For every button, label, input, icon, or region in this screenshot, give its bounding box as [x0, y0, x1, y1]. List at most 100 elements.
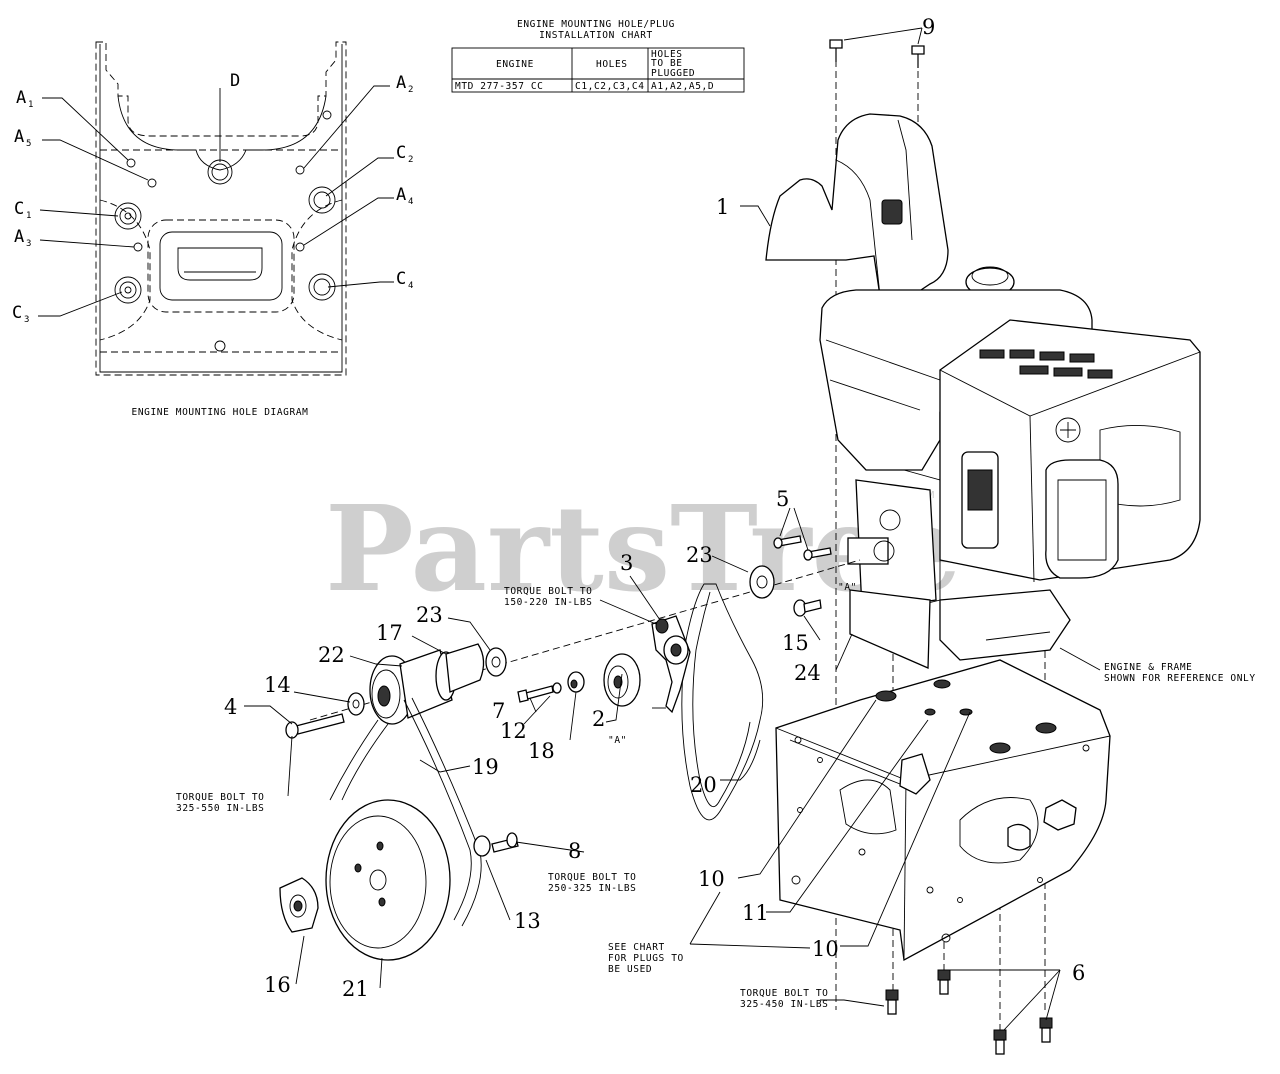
- callout-10b: 10: [812, 937, 839, 961]
- frame-assembly: [775, 659, 1111, 962]
- engine-assembly: [765, 60, 1201, 1040]
- callout-9: 9: [922, 15, 935, 39]
- note-torque-6-line2: 325-450 IN-LBS: [740, 999, 828, 1010]
- label-c4-sub: 4: [408, 281, 413, 291]
- label-a4: A: [396, 185, 406, 205]
- flat-washer-engine: [749, 565, 775, 599]
- callout-5: 5: [776, 487, 789, 511]
- chart-header-plugged-3: PLUGGED: [651, 68, 695, 79]
- label-c3-sub: 3: [24, 315, 29, 325]
- hole-a2: [295, 165, 305, 175]
- note-torque-8-line2: 250-325 IN-LBS: [548, 883, 636, 894]
- callout-23b: 23: [686, 543, 713, 567]
- diagram-caption: ENGINE MOUNTING HOLE DIAGRAM: [132, 407, 309, 418]
- callout-3: 3: [620, 551, 633, 575]
- pto-plate: [855, 479, 937, 611]
- label-a3: A: [14, 227, 24, 247]
- label-c2: C: [396, 143, 406, 163]
- belt-drive: [279, 39, 1053, 1055]
- chart-header-engine: ENGINE: [496, 59, 534, 70]
- mounting-hole-diagram: A 1 A 5 C 1 A 3 C 3 D A 2 C 2 A 4 C 4 EN…: [12, 41, 413, 418]
- note-see-chart-line2: FOR PLUGS TO: [608, 953, 684, 964]
- frame-housing: [775, 659, 1111, 962]
- label-d: D: [230, 71, 240, 91]
- belt-guard-bracket: [849, 589, 931, 669]
- note-reference-line2: SHOWN FOR REFERENCE ONLY: [1104, 673, 1256, 684]
- vent-grille: [979, 349, 1113, 379]
- callout-15: 15: [782, 631, 809, 655]
- callout-4: 4: [224, 695, 237, 719]
- callout-10a: 10: [698, 867, 725, 891]
- callout-16: 16: [264, 973, 291, 997]
- note-torque-4-line2: 325-550 IN-LBS: [176, 803, 264, 814]
- shroud-bolt-left: [829, 39, 843, 49]
- callout-11: 11: [742, 901, 769, 925]
- note-torque-8-line1: TORQUE BOLT TO: [548, 872, 636, 883]
- callout-20: 20: [690, 773, 717, 797]
- callout-19: 19: [472, 755, 499, 779]
- note-torque-3-line2: 150-220 IN-LBS: [504, 597, 592, 608]
- hole-a4: [295, 242, 305, 252]
- callout-21: 21: [342, 977, 369, 1001]
- mark-a-engine: "A": [838, 582, 857, 593]
- label-a4-sub: 4: [408, 197, 413, 207]
- chart-frame: [451, 47, 745, 93]
- blower-housing: [939, 319, 1201, 581]
- hole-c2: [308, 186, 336, 214]
- note-see-chart-line1: SEE CHART: [608, 942, 665, 953]
- callout-8: 8: [568, 839, 581, 863]
- shroud-bolt-right: [911, 45, 925, 55]
- callout-17: 17: [376, 621, 403, 645]
- label-a3-sub: 3: [26, 239, 31, 249]
- hole-c4: [308, 273, 336, 301]
- hole-c1: [114, 202, 142, 230]
- chart-cell-plugged: A1,A2,A5,D: [651, 81, 714, 92]
- hole-a5: [147, 178, 157, 188]
- label-a2: A: [396, 73, 406, 93]
- frame-bolts: [885, 969, 1053, 1055]
- installation-chart: ENGINE MOUNTING HOLE/PLUG INSTALLATION C…: [451, 19, 745, 93]
- label-a1: A: [16, 88, 26, 108]
- crankshaft: [847, 537, 889, 565]
- callout-7: 7: [492, 699, 505, 723]
- pulley-bolt: [295, 713, 345, 735]
- plate-outline: [95, 41, 347, 376]
- callout-12: 12: [500, 719, 527, 743]
- callout-6: 6: [1072, 961, 1085, 985]
- label-a5-sub: 5: [26, 139, 31, 149]
- label-c3: C: [12, 303, 22, 323]
- callout-1: 1: [716, 195, 729, 219]
- leader-lines: [244, 27, 1101, 1031]
- hole-a3: [133, 242, 143, 252]
- callout-24: 24: [794, 661, 821, 685]
- mark-a-idler: "A": [608, 735, 627, 746]
- note-reference-line1: ENGINE & FRAME: [1104, 662, 1192, 673]
- callout-labels: 1 2 3 4 5 6 7 8 9 10 10 11 12 13 14 15 1…: [224, 15, 1085, 1001]
- label-c1-sub: 1: [26, 211, 31, 221]
- chart-header-plugged-1: HOLES: [651, 49, 683, 60]
- engine-base: [939, 589, 1071, 661]
- chart-cell-engine: MTD 277-357 CC: [455, 81, 543, 92]
- flat-washer-hub: [485, 647, 507, 677]
- note-torque-6-line1: TORQUE BOLT TO: [740, 988, 828, 999]
- chart-header-holes: HOLES: [596, 59, 628, 70]
- label-c1: C: [14, 199, 24, 219]
- washer-14: [347, 692, 365, 716]
- chart-cell-holes: C1,C2,C3,C4: [575, 81, 645, 92]
- callout-18: 18: [528, 739, 555, 763]
- chart-header-plugged-2: TO BE: [651, 58, 683, 69]
- callout-2: 2: [592, 707, 605, 731]
- callout-13: 13: [514, 909, 541, 933]
- label-a1-sub: 1: [28, 100, 33, 110]
- note-torque-3-line1: TORQUE BOLT TO: [504, 586, 592, 597]
- muffler: [1045, 459, 1119, 579]
- label-c2-sub: 2: [408, 155, 413, 165]
- callout-23a: 23: [416, 603, 443, 627]
- label-a2-sub: 2: [408, 85, 413, 95]
- auger-pulley: [325, 799, 451, 961]
- label-c4: C: [396, 269, 406, 289]
- chart-title-line1: ENGINE MOUNTING HOLE/PLUG: [517, 19, 675, 30]
- chart-title-line2: INSTALLATION CHART: [539, 30, 653, 41]
- hole-c3: [114, 276, 142, 304]
